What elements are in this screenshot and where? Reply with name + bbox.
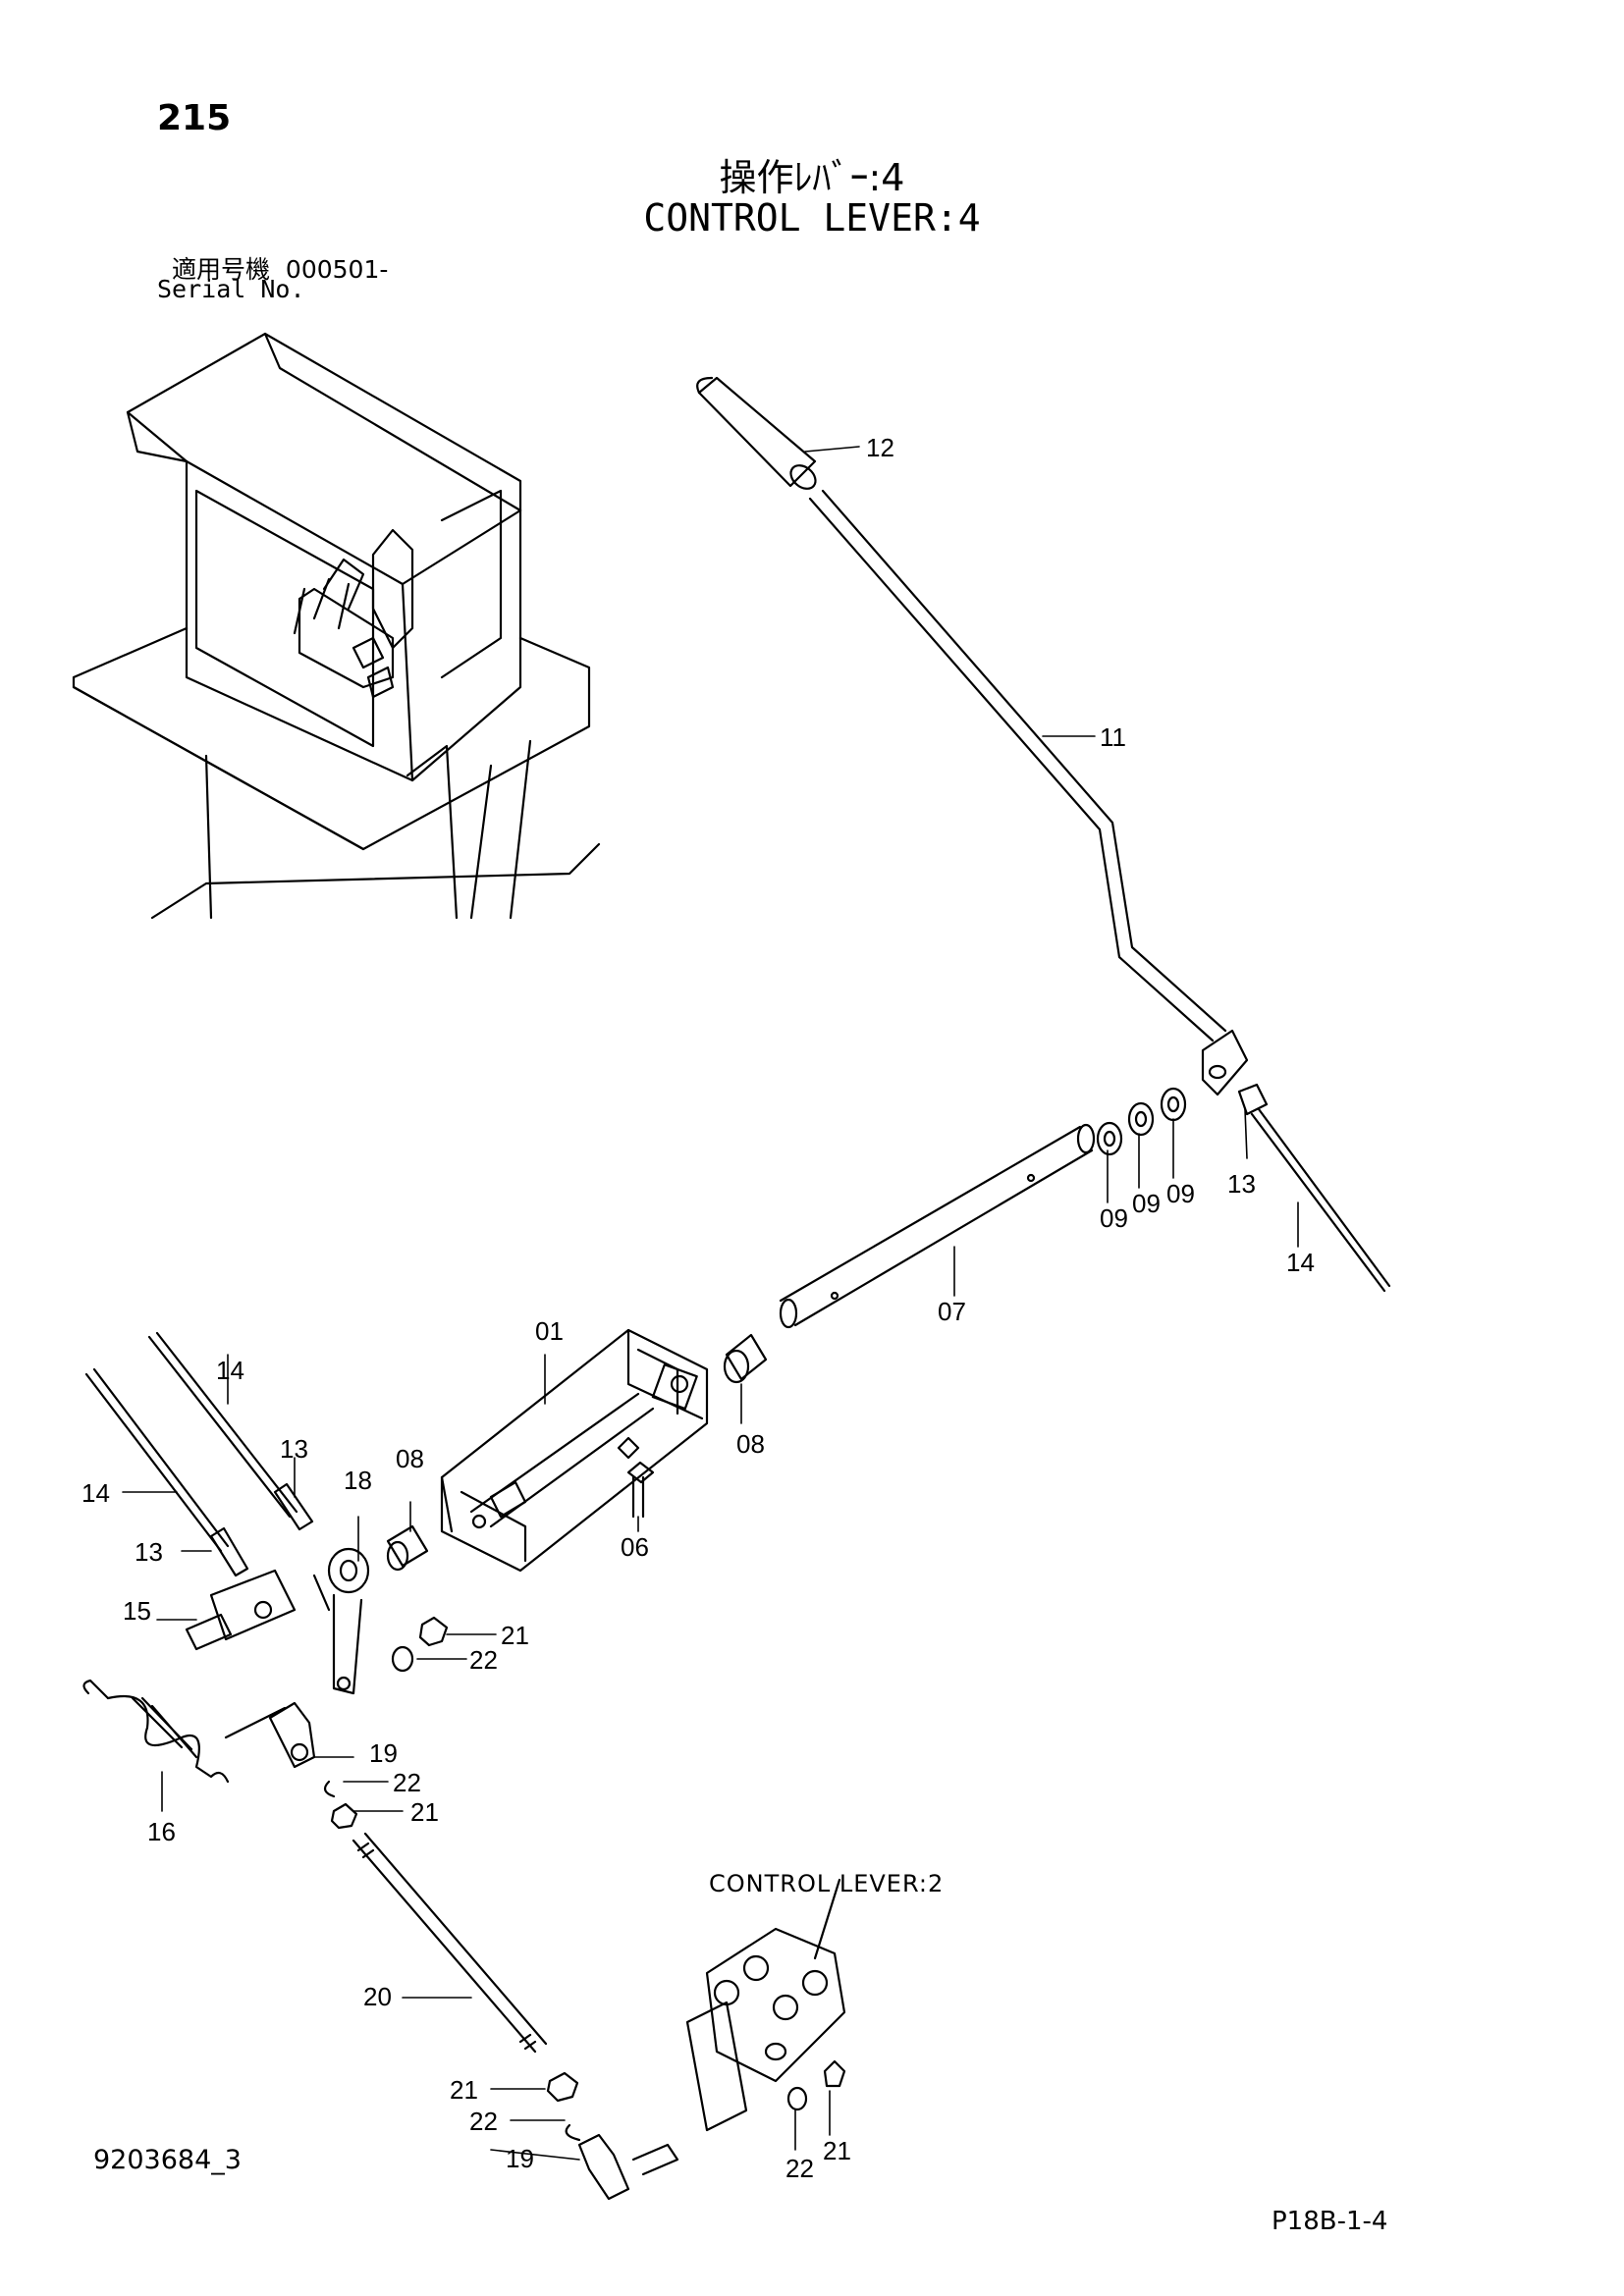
- serial-label-jp-text: 適用号機: [172, 255, 271, 284]
- callout-07: 07: [938, 1297, 966, 1326]
- callout-21-d: 21: [823, 2136, 851, 2165]
- callout-09-b: 09: [1132, 1189, 1161, 1218]
- machine-location-view: [72, 332, 601, 920]
- lever-arm: [312, 1547, 370, 1695]
- callout-22-a: 22: [469, 1645, 498, 1675]
- callout-13-mid: 13: [280, 1434, 308, 1464]
- callout-12: 12: [866, 433, 894, 462]
- page-code: P18B-1-4: [1272, 2207, 1388, 2236]
- page-number: 215: [157, 98, 232, 138]
- callout-18: 18: [344, 1466, 372, 1495]
- threaded-rod: [352, 1832, 548, 2054]
- document-id: 9203684_3: [93, 2145, 242, 2175]
- washers: [1096, 1087, 1187, 1156]
- callout-20: 20: [363, 1982, 392, 2011]
- control-valve: [685, 1878, 846, 2132]
- cables: [84, 1331, 298, 1553]
- callout-19-upper: 19: [369, 1738, 398, 1768]
- callout-06: 06: [621, 1532, 649, 1562]
- nut-washer-upper: [323, 1616, 449, 1830]
- callout-16: 16: [147, 1817, 176, 1846]
- callout-22-b: 22: [393, 1768, 421, 1797]
- callout-14-right: 14: [1286, 1248, 1315, 1277]
- callout-11: 11: [1100, 722, 1126, 752]
- serial-value: 000501-: [285, 255, 389, 284]
- rod-end: [185, 1569, 297, 1651]
- spring: [82, 1679, 287, 1784]
- bracket: [440, 1328, 709, 1573]
- leader-lines: [122, 446, 1299, 2161]
- lever-rod: [808, 489, 1391, 1293]
- cable-caps: [209, 1482, 314, 1577]
- lever-grip: [696, 376, 817, 490]
- ball-joint-upper: [268, 1701, 316, 1769]
- callout-09-a: 09: [1100, 1203, 1128, 1233]
- reference-label: CONTROL LEVER:2: [709, 1870, 945, 1897]
- callout-22-c: 22: [469, 2107, 498, 2136]
- title-japanese: 操作ﾚﾊﾞｰ:4: [719, 156, 905, 199]
- callout-14-left: 14: [81, 1478, 110, 1508]
- callout-21-c: 21: [450, 2075, 478, 2105]
- bolt: [626, 1461, 655, 1519]
- callout-13-right: 13: [1227, 1169, 1256, 1199]
- lower-fasteners: [546, 2071, 679, 2201]
- callout-14-mid: 14: [216, 1356, 244, 1385]
- bushing-right: [723, 1333, 768, 1384]
- callout-22-d: 22: [785, 2154, 814, 2183]
- callout-08-left: 08: [396, 1444, 424, 1473]
- callout-08-right: 08: [736, 1429, 765, 1459]
- shaft: [779, 1123, 1096, 1329]
- callout-01: 01: [535, 1316, 564, 1346]
- callout-19-lower: 19: [506, 2144, 534, 2173]
- bushing-left: [386, 1524, 429, 1572]
- title-english: CONTROL LEVER:4: [643, 196, 981, 240]
- serial-label-english: Serial No.: [157, 275, 305, 303]
- serial-label-japanese: 適用号機 000501-: [172, 250, 388, 286]
- callout-15: 15: [123, 1596, 151, 1626]
- callout-09-c: 09: [1166, 1179, 1195, 1208]
- callout-21-a: 21: [501, 1621, 529, 1650]
- callout-21-b: 21: [410, 1797, 439, 1827]
- callout-13-left: 13: [135, 1537, 163, 1567]
